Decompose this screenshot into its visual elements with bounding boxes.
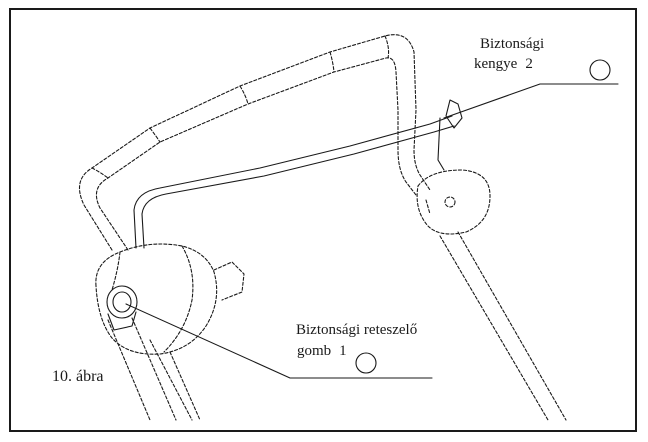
leader-lines: [125, 83, 619, 379]
handlebar-tube: [78, 34, 431, 251]
callout-2-number: 2: [525, 56, 533, 72]
safety-lock-button: [106, 285, 138, 331]
callout-2-line1: Biztonsági: [480, 36, 545, 52]
callout-1-number: 1: [339, 343, 347, 359]
callout-2-circle: [589, 59, 611, 81]
callout-1-text: gomb: [297, 343, 332, 359]
right-switch-housing: [416, 169, 491, 235]
callout-2-text: kengye: [474, 56, 518, 72]
figure-caption: 10. ábra: [52, 368, 104, 385]
left-lower-tube: [107, 317, 201, 421]
callout-1-line1: Biztonsági reteszelő: [296, 322, 418, 338]
figure-frame: [9, 8, 637, 432]
safety-bail: [133, 99, 463, 249]
callout-1-circle: [355, 352, 377, 374]
left-switch-housing: [95, 243, 245, 355]
callout-2-line2: kengye 2: [474, 56, 533, 73]
callout-1-line2: gomb 1: [297, 343, 347, 360]
right-lower-tube: [439, 231, 567, 421]
